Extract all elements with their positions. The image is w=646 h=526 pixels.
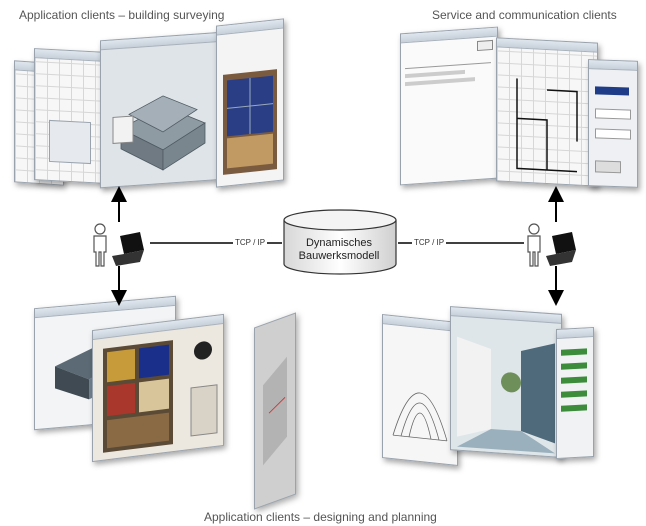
laptop-icon xyxy=(546,232,576,266)
screenshot-floorplan-window xyxy=(496,37,598,187)
floorplan-graphic xyxy=(516,78,578,173)
building-photo-graphic xyxy=(223,69,277,175)
person-icon xyxy=(527,223,541,267)
label-building-surveying: Application clients – building surveying xyxy=(19,8,225,22)
tcp-ip-label-right: TCP / IP xyxy=(412,238,447,247)
screenshot-cad-window-2 xyxy=(34,48,106,184)
person-icon xyxy=(93,223,107,267)
screenshot-floorplan-color-window xyxy=(92,313,224,463)
database-cylinder-icon xyxy=(283,209,397,275)
label-service-communication: Service and communication clients xyxy=(432,8,617,22)
colored-floorplan-graphic xyxy=(103,340,218,453)
right-user-workstation xyxy=(527,223,576,267)
tcp-ip-label-left: TCP / IP xyxy=(233,238,268,247)
screenshot-3d-model-window xyxy=(100,31,224,189)
database-label: Dynamisches Bauwerksmodell xyxy=(283,237,395,263)
screenshot-photo-window xyxy=(216,18,284,188)
screenshot-dialog-window xyxy=(400,26,498,186)
left-user-workstation xyxy=(93,223,144,267)
perspective-graphic xyxy=(263,356,287,466)
laptop-icon xyxy=(112,232,144,266)
screenshot-panel-window xyxy=(556,327,594,459)
dome-wireframe-graphic xyxy=(392,392,448,442)
screenshot-wireframe-window xyxy=(382,314,458,466)
screenshot-perspective-window xyxy=(254,312,296,510)
screenshot-render-window xyxy=(450,306,562,458)
building-3d-model-graphic xyxy=(112,95,206,171)
interior-render-graphic xyxy=(451,316,561,458)
screenshot-form-window xyxy=(588,59,638,188)
database-label-line2: Bauwerksmodell xyxy=(298,250,380,262)
database-label-line1: Dynamisches xyxy=(305,237,373,249)
label-designing-planning: Application clients – designing and plan… xyxy=(204,510,437,524)
